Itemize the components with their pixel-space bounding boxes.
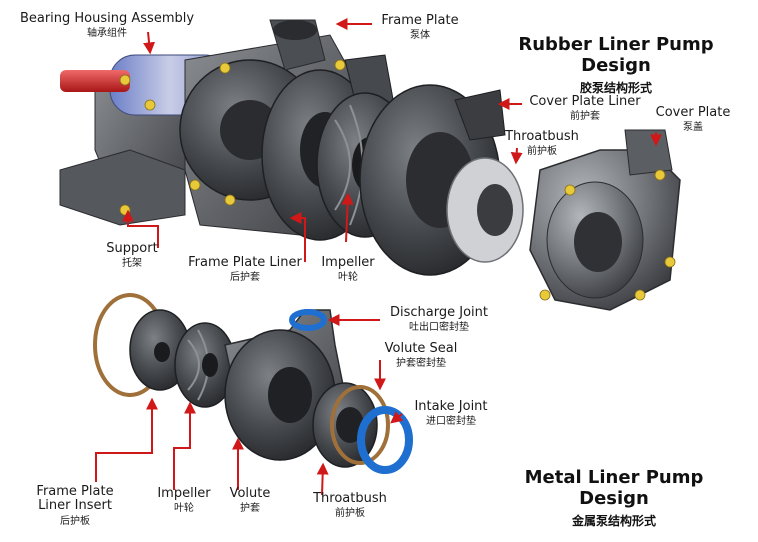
rubber-liner-title: Rubber Liner Pump Design 胶泵结构形式 — [486, 34, 746, 96]
callout-arrows — [95, 18, 662, 496]
rubber-liner-title-en: Rubber Liner Pump Design — [518, 34, 714, 76]
label-impeller-bottom: Impeller 叶轮 — [157, 486, 211, 515]
label-throatbush-bottom: Throatbush 前护板 — [313, 491, 387, 520]
label-frame-plate-liner: Frame Plate Liner 后护套 — [188, 255, 302, 284]
metal-liner-title-en: Metal Liner Pump Design — [524, 467, 704, 509]
label-discharge-joint: Discharge Joint 吐出口密封垫 — [390, 305, 488, 334]
intake-joint-ring — [357, 406, 413, 474]
impeller-bottom — [174, 322, 236, 408]
discharge-joint-ring — [289, 309, 327, 331]
rubber-liner-title-zh: 胶泵结构形式 — [579, 81, 652, 95]
label-cover-plate-liner: Cover Plate Liner 前护套 — [529, 94, 641, 123]
label-frame-plate-liner-insert: Frame Plate Liner Insert 后护板 — [36, 484, 114, 527]
label-cover-plate: Cover Plate 泵盖 — [655, 105, 731, 134]
label-volute-seal: Volute Seal 护套密封垫 — [384, 341, 458, 370]
label-support: Support 托架 — [106, 241, 158, 270]
label-intake-joint: Intake Joint 进口密封垫 — [414, 399, 488, 428]
volute-seal-ring — [330, 385, 390, 465]
label-impeller-top: Impeller 叶轮 — [321, 255, 375, 284]
label-volute: Volute 护套 — [229, 486, 271, 515]
label-throatbush-top: Throatbush 前护板 — [505, 129, 579, 158]
label-frame-plate: Frame Plate 泵体 — [381, 13, 459, 42]
throatbush-top — [446, 157, 524, 263]
metal-liner-title: Metal Liner Pump Design 金属泵结构形式 — [488, 467, 740, 529]
metal-liner-title-zh: 金属泵结构形式 — [571, 514, 656, 528]
label-bearing-housing-assembly: Bearing Housing Assembly 轴承组件 — [19, 11, 195, 40]
